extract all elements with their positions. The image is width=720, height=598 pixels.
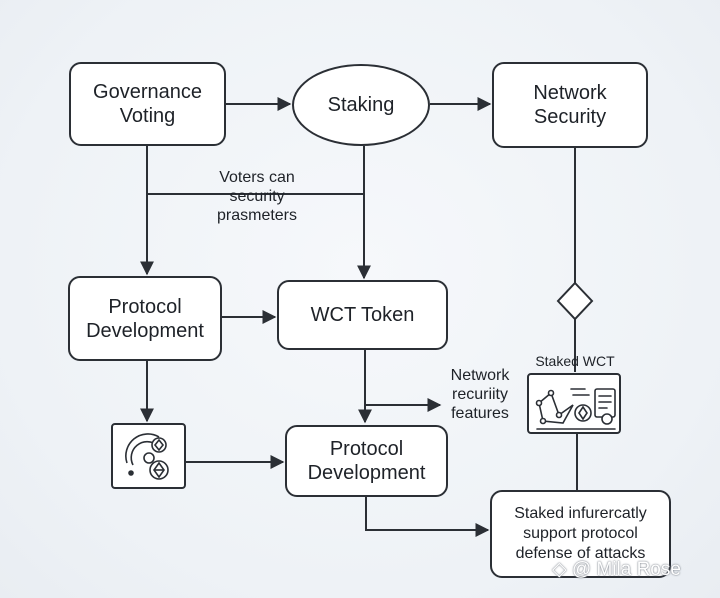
watermark-text: @ Mila Rose [571,559,681,580]
protocol-development-left-label: Protocol Development [86,295,204,342]
protocol-development-center-label: Protocol Development [307,438,426,484]
staked-network-document-icon [535,388,616,430]
staked-wct-label: Staked WCT [535,353,615,369]
staking-label: Staking [327,94,395,116]
voters-annotation: Voters can security prasmeters [216,169,298,224]
wct-token-label: WCT Token [310,304,415,326]
governance-voting-node: Governance Voting [69,62,226,146]
watermark: ◇ @ Mila Rose [552,558,681,581]
wct-token-node: WCT Token [277,280,448,350]
arrow-protocol-dev-to-staked-support [365,497,490,537]
network-security-label: Network Security [533,82,607,128]
crypto-coins-icon [125,433,169,480]
token-icon-box [111,423,186,489]
decision-diamond [556,281,594,321]
staked-wct-icon-box [527,373,621,434]
network-security-node: Network Security [492,62,648,148]
staking-node: Staking [292,64,430,146]
staked-support-node: Staked infurercatly support protocol def… [490,490,671,578]
staked-support-label: Staked infurercatly support protocol def… [514,505,647,562]
diamond-logo-icon: ◇ [552,559,567,580]
protocol-development-node-center: Protocol Development [285,425,448,497]
protocol-development-node-left: Protocol Development [68,276,222,361]
governance-voting-label: Governance Voting [93,81,202,127]
network-features-annotation: Network recuriity features [450,367,510,422]
